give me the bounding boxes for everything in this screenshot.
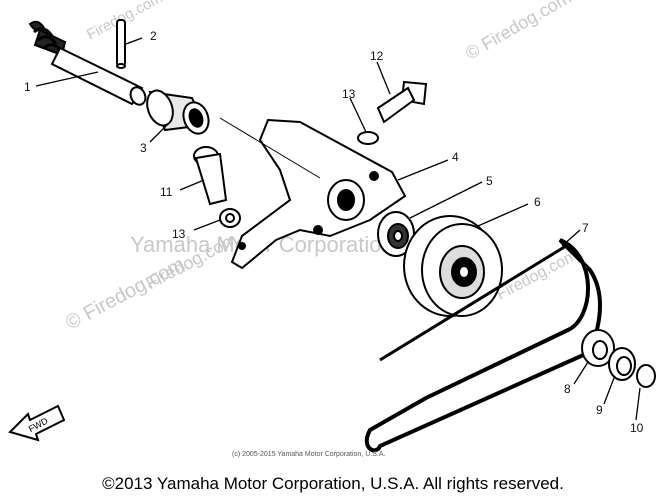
callout-4: 4 xyxy=(452,150,459,164)
callout-9: 9 xyxy=(596,403,603,417)
part-4-tensioner-arm xyxy=(230,118,407,270)
part-12-bolt xyxy=(376,80,428,124)
part-10-clip xyxy=(636,364,656,388)
callout-12: 12 xyxy=(370,49,384,63)
small-copyright: (c) 2005-2015 Yamaha Motor Corporation, … xyxy=(232,451,385,458)
part-13-washer-upper xyxy=(357,131,379,145)
part-6-pulley xyxy=(403,215,503,317)
callout-labels: 1 2 3 4 5 6 7 8 9 10 11 12 13 13 xyxy=(24,29,644,435)
callout-3: 3 xyxy=(140,141,147,155)
callout-11: 11 xyxy=(160,185,173,199)
watermark-top-right: © Firedog.com xyxy=(462,0,574,63)
copyright-footer: ©2013 Yamaha Motor Corporation, U.S.A. A… xyxy=(102,474,564,493)
callout-1: 1 xyxy=(24,80,31,94)
part-5-bearing xyxy=(377,211,415,257)
callout-2: 2 xyxy=(150,29,157,43)
part-13-washer-lower xyxy=(219,208,241,228)
watermark-belt-area: Firedog.com xyxy=(494,247,580,304)
part-2-pin xyxy=(116,19,126,69)
part-7-belt xyxy=(364,238,602,453)
callout-6: 6 xyxy=(534,195,541,209)
part-11-bolt xyxy=(193,146,228,206)
callout-10: 10 xyxy=(630,421,644,435)
part-8-washer xyxy=(581,329,615,367)
part-9-washer xyxy=(608,347,636,381)
part-3-collar xyxy=(146,89,210,135)
fwd-arrow-icon: FWD xyxy=(8,404,66,442)
part-1-shaft xyxy=(28,20,147,106)
leader-lines xyxy=(35,37,641,421)
callout-5: 5 xyxy=(486,174,493,188)
callout-8: 8 xyxy=(564,382,571,396)
callout-13-lower: 13 xyxy=(172,227,186,241)
watermark-left-bottom: © Firedog.com xyxy=(62,253,188,334)
callout-13-upper: 13 xyxy=(342,87,356,101)
callout-7: 7 xyxy=(582,221,589,235)
